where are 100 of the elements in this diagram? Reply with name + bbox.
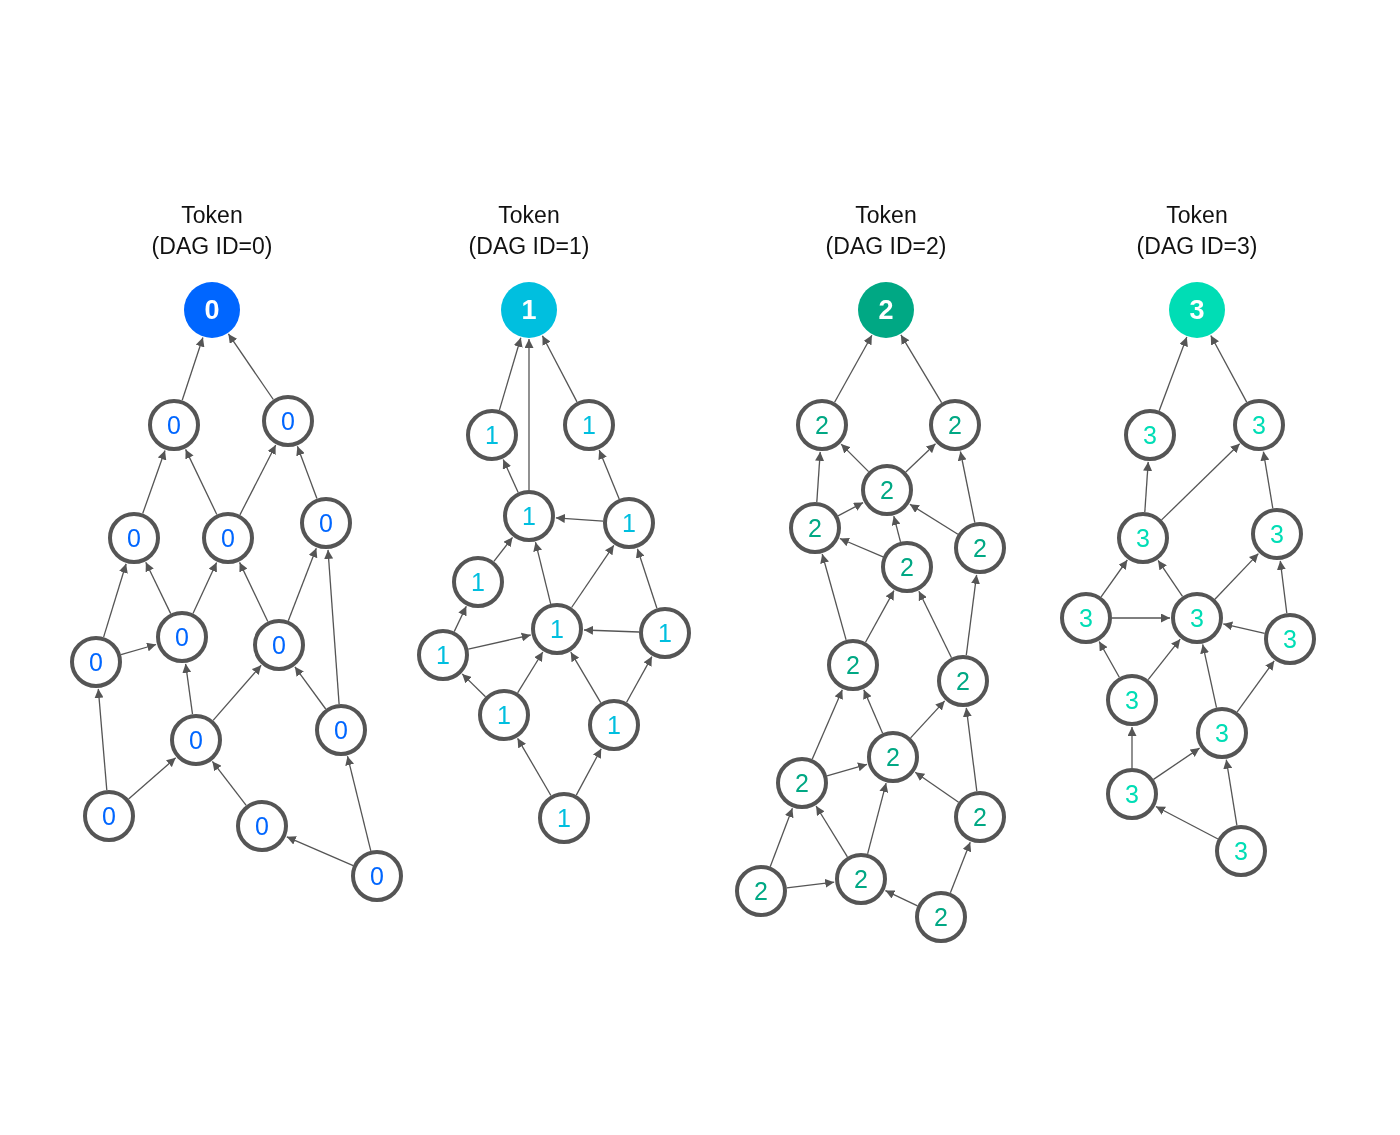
arrow <box>891 515 902 543</box>
arrow <box>516 737 552 797</box>
arrow <box>833 334 873 403</box>
arrow <box>962 707 978 792</box>
dag-node-circle: 2 <box>735 865 787 917</box>
dag-node-circle: 3 <box>1106 768 1158 820</box>
arrow <box>583 625 640 635</box>
arrow <box>1157 559 1184 598</box>
dag-node-circle: 0 <box>315 704 367 756</box>
arrow <box>965 574 980 656</box>
arrow <box>294 666 327 710</box>
arrow <box>840 443 870 473</box>
arrow <box>498 337 523 411</box>
arrow <box>461 673 487 698</box>
arrow <box>1236 660 1275 713</box>
arrow <box>884 889 919 907</box>
arrow <box>238 561 269 623</box>
arrow <box>909 700 946 739</box>
arrow <box>453 605 467 633</box>
arrow <box>820 553 847 641</box>
token-title: Token (DAG ID=1) <box>468 201 590 261</box>
dag-node-circle: 3 <box>1060 592 1112 644</box>
arrow <box>949 841 972 894</box>
token-circle: 0 <box>184 282 240 338</box>
arrow <box>1098 640 1120 678</box>
dag-node-circle: 0 <box>300 497 352 549</box>
dag-node-circle: 1 <box>639 607 691 659</box>
arrow <box>575 748 602 796</box>
dag-node-circle: 0 <box>262 395 314 447</box>
dag-node-circle: 3 <box>1215 825 1267 877</box>
dag-node-circle: 3 <box>1251 508 1303 560</box>
arrow <box>286 836 354 867</box>
arrow <box>142 449 167 515</box>
dag-node-circle: 3 <box>1196 707 1248 759</box>
arrow <box>192 561 218 615</box>
arrow <box>1158 336 1188 412</box>
dag-node-circle: 0 <box>236 800 288 852</box>
token-circle: 3 <box>1169 282 1225 338</box>
token-title: Token (DAG ID=3) <box>1136 201 1258 261</box>
arrow <box>635 548 658 609</box>
dag-node-circle: 1 <box>478 689 530 741</box>
arrow <box>1127 726 1137 769</box>
dag-node-circle: 1 <box>603 497 655 549</box>
arrow <box>957 450 976 524</box>
arrow <box>1143 461 1153 513</box>
arrow <box>1260 450 1274 509</box>
arrow <box>1152 747 1201 781</box>
arrow <box>598 449 620 500</box>
arrow <box>533 541 552 605</box>
dag-node-circle: 2 <box>776 757 828 809</box>
arrow <box>826 762 868 777</box>
dag-node-circle: 0 <box>148 399 200 451</box>
arrow <box>905 443 937 473</box>
arrow <box>145 561 172 615</box>
arrow <box>296 445 318 500</box>
arrow <box>493 536 514 563</box>
arrow <box>120 642 157 656</box>
arrow <box>1147 638 1181 681</box>
arrow <box>524 338 534 491</box>
arrow <box>181 336 205 401</box>
arrow <box>570 651 602 704</box>
dag-node-circle: 0 <box>170 714 222 766</box>
dag-node-circle: 1 <box>538 792 590 844</box>
arrow <box>625 655 653 703</box>
arrow <box>918 590 953 659</box>
arrow <box>1210 334 1248 403</box>
dag-node-circle: 2 <box>954 791 1006 843</box>
arrow <box>769 807 794 868</box>
arrow <box>227 333 274 401</box>
arrow <box>909 503 959 535</box>
dag-node-circle: 2 <box>929 399 981 451</box>
dag-node-circle: 2 <box>915 891 967 943</box>
arrow <box>1100 559 1128 598</box>
dag-node-circle: 0 <box>83 790 135 842</box>
dag-node-circle: 3 <box>1117 512 1169 564</box>
arrow <box>1111 613 1171 623</box>
dag-node-circle: 3 <box>1124 409 1176 461</box>
arrow <box>516 651 544 694</box>
dag-node-circle: 1 <box>563 399 615 451</box>
arrow <box>541 335 578 403</box>
token-circle: 1 <box>501 282 557 338</box>
dag-node-circle: 2 <box>796 399 848 451</box>
dag-node-circle: 0 <box>351 850 403 902</box>
arrow <box>815 805 849 858</box>
arrow <box>127 757 177 800</box>
arrow <box>863 689 884 734</box>
arrow <box>184 448 218 516</box>
dag-node-circle: 2 <box>867 731 919 783</box>
dag-node-circle: 0 <box>156 611 208 663</box>
arrow <box>1200 643 1218 709</box>
arrow <box>182 663 194 715</box>
dag-node-circle: 1 <box>417 629 469 681</box>
token-title: Token (DAG ID=2) <box>825 201 947 261</box>
arrow <box>212 664 262 722</box>
dag-node-circle: 2 <box>827 639 879 691</box>
dag-node-circle: 1 <box>503 490 555 542</box>
arrow <box>1222 621 1266 634</box>
dag-node-circle: 2 <box>954 522 1006 574</box>
arrow <box>287 547 318 622</box>
arrow <box>467 632 532 650</box>
